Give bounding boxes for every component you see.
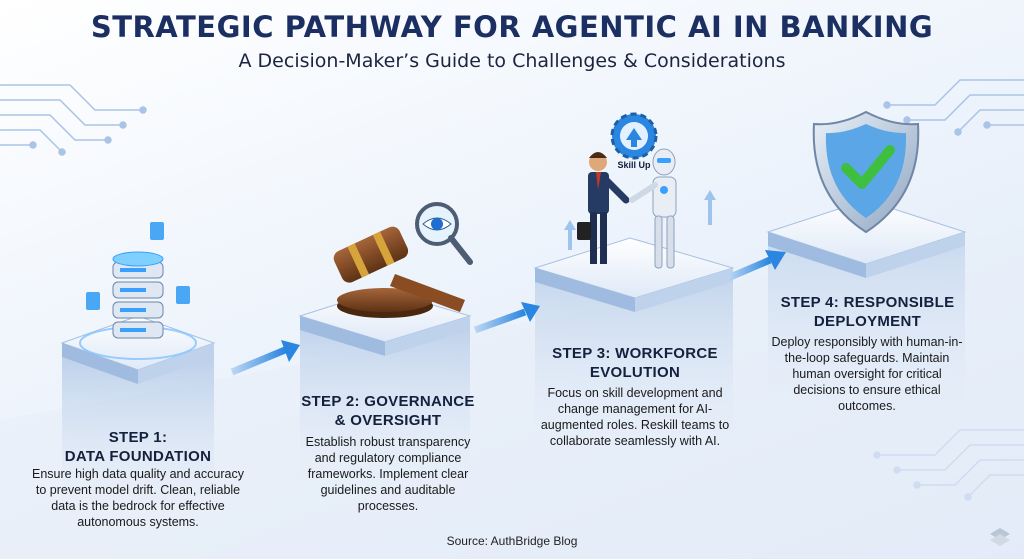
step-1-title: DATA FOUNDATION — [50, 447, 226, 466]
step-4-description: Deploy responsibly with human-in-the-loo… — [767, 334, 967, 414]
step-1-description: Ensure high data quality and accuracy to… — [30, 466, 246, 530]
skill-up-label: Skill Up — [609, 160, 659, 170]
step-2-heading: STEP 2: GOVERNANCE & OVERSIGHT — [300, 392, 476, 430]
page-subtitle: A Decision-Maker’s Guide to Challenges &… — [0, 50, 1024, 72]
step-4-heading: STEP 4: RESPONSIBLE DEPLOYMENT — [770, 293, 965, 331]
step-2-description: Establish robust transparency and regula… — [298, 434, 478, 514]
step-4-label: STEP 4: RESPONSIBLE — [770, 293, 965, 312]
source-caption: Source: AuthBridge Blog — [0, 534, 1024, 548]
step-3-title: EVOLUTION — [540, 363, 730, 382]
step-3-label: STEP 3: WORKFORCE — [540, 344, 730, 363]
magnifier-eye-icon — [417, 204, 470, 262]
step-1-heading: STEP 1: DATA FOUNDATION — [50, 428, 226, 466]
step-1-label: STEP 1: — [50, 428, 226, 447]
step-3-heading: STEP 3: WORKFORCE EVOLUTION — [540, 344, 730, 382]
skill-up-gear-icon — [612, 114, 656, 158]
step-2-label: STEP 2: GOVERNANCE — [300, 392, 476, 411]
page-title: STRATEGIC PATHWAY FOR AGENTIC AI IN BANK… — [0, 10, 1024, 44]
step-4-title: DEPLOYMENT — [770, 312, 965, 331]
step-3-description: Focus on skill development and change ma… — [538, 385, 732, 449]
step-2-title: & OVERSIGHT — [300, 411, 476, 430]
